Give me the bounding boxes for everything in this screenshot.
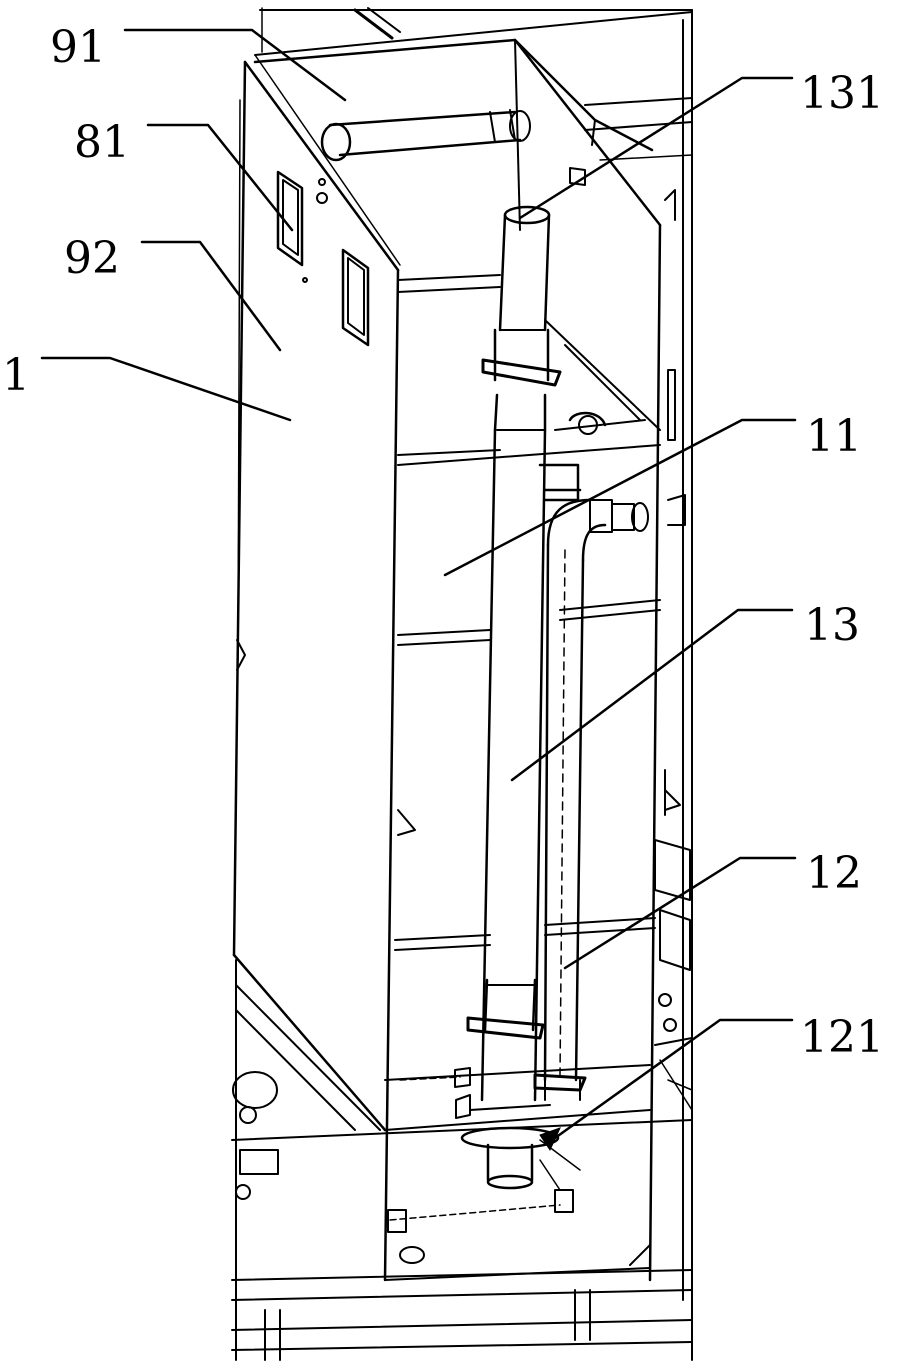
leader-131 bbox=[518, 76, 794, 220]
label-92: 92 bbox=[64, 233, 120, 284]
main-pipe-13 bbox=[460, 205, 582, 1190]
leader-81 bbox=[146, 123, 294, 232]
label-81: 81 bbox=[74, 117, 130, 168]
label-131: 131 bbox=[800, 68, 884, 119]
label-121: 121 bbox=[800, 1012, 884, 1063]
side-pipe-12 bbox=[454, 411, 649, 1119]
reference-labels: 91 81 92 1 131 11 13 12 121 bbox=[2, 22, 884, 1063]
leader-121 bbox=[553, 1018, 794, 1140]
leader-91 bbox=[123, 28, 347, 102]
leader-92 bbox=[140, 240, 282, 352]
leader-11 bbox=[443, 418, 797, 577]
label-1: 1 bbox=[2, 350, 30, 401]
leader-lines bbox=[40, 28, 797, 1152]
outer-frame bbox=[231, 7, 693, 1361]
label-12: 12 bbox=[806, 848, 862, 899]
label-13: 13 bbox=[804, 600, 860, 651]
housing-panels bbox=[232, 38, 686, 1282]
leader-121-arrow bbox=[539, 1127, 561, 1152]
leader-12 bbox=[563, 856, 797, 970]
label-91: 91 bbox=[50, 22, 106, 73]
label-11: 11 bbox=[806, 411, 862, 462]
leader-1 bbox=[40, 356, 292, 422]
leader-13 bbox=[510, 608, 794, 782]
